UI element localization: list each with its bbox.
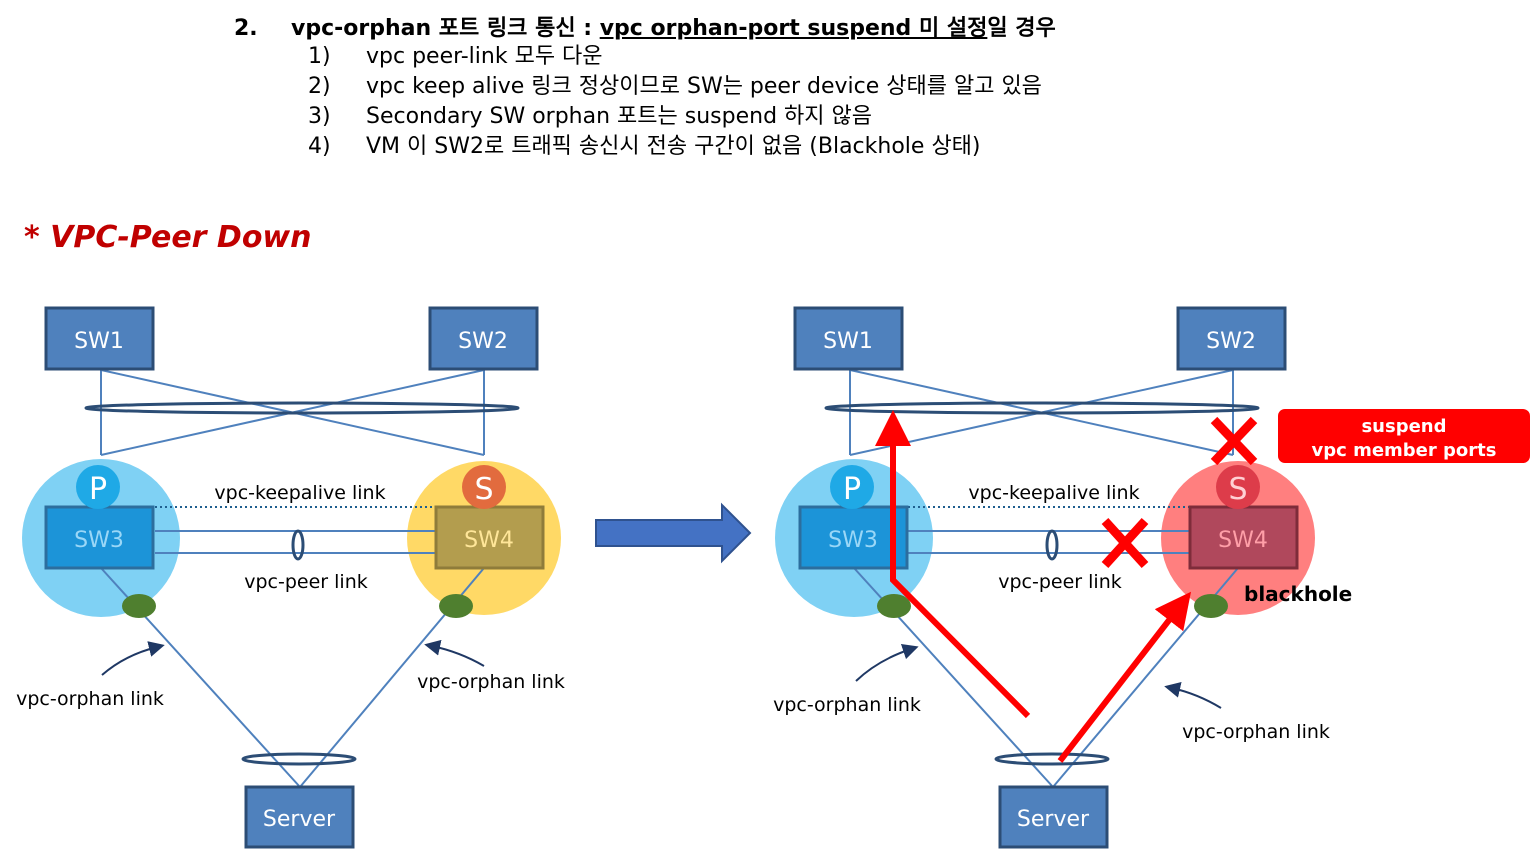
secondary-badge xyxy=(462,465,506,509)
heading-number: 2. xyxy=(234,16,258,41)
primary-badge-label: P xyxy=(843,472,861,507)
orphan-link-label-right: vpc-orphan link xyxy=(1182,721,1330,743)
sw3-label: SW3 xyxy=(828,528,878,553)
secondary-badge-label: S xyxy=(474,472,493,507)
sw2-box[interactable]: SW2 xyxy=(1176,306,1287,371)
orphan-port-sw4 xyxy=(1194,594,1228,618)
peer-link-label: vpc-peer link xyxy=(998,571,1122,593)
link-down-x-icon xyxy=(1210,416,1258,466)
server-label: Server xyxy=(263,807,336,832)
sw2-label: SW2 xyxy=(1206,329,1256,354)
peer-link-label: vpc-peer link xyxy=(244,571,368,593)
sw4-label: SW4 xyxy=(1218,528,1268,553)
blackhole-label: blackhole xyxy=(1244,582,1352,606)
step-text: vpc keep alive 링크 정상이므로 SW는 peer device … xyxy=(366,74,1042,99)
server-port-channel xyxy=(241,752,357,766)
uplink-port-channel xyxy=(824,401,1260,415)
sw3-label: SW3 xyxy=(74,528,124,553)
orphan-port-sw3 xyxy=(877,594,911,618)
step-text: VM 이 SW2로 트래픽 송신시 전송 구간이 없음 (Blackhole 상… xyxy=(366,134,981,159)
orphan-pointer-arrow-right xyxy=(1164,682,1222,709)
step-item: 1) vpc peer-link 모두 다운 xyxy=(308,42,1042,72)
right-diagram: SW1 SW2 SW3 SW4 Server P S vpc-keepalive… xyxy=(773,306,1530,849)
primary-badge xyxy=(830,465,874,509)
slide-heading: 2. vpc-orphan 포트 링크 통신 : vpc orphan-port … xyxy=(234,10,1056,42)
orphan-port-sw3 xyxy=(122,594,156,618)
keepalive-link-label: vpc-keepalive link xyxy=(968,482,1139,504)
sw3-box[interactable]: SW3 xyxy=(798,505,909,570)
orphan-pointer-arrow-right xyxy=(424,639,485,667)
step-number: 3) xyxy=(308,104,331,129)
sw4-label: SW4 xyxy=(464,528,514,553)
peer-link-port-channel xyxy=(291,529,305,561)
sw4-box[interactable]: SW4 xyxy=(1188,505,1299,570)
uplink-port-channel xyxy=(84,401,520,415)
step-number: 4) xyxy=(308,134,331,159)
orphan-port-sw4 xyxy=(439,594,473,618)
orphan-link-label-right: vpc-orphan link xyxy=(417,671,565,693)
orphan-pointer-arrow-left xyxy=(855,643,919,682)
orphan-link-label-left: vpc-orphan link xyxy=(16,688,164,710)
sw2-box[interactable]: SW2 xyxy=(428,306,539,371)
suspend-callout-line1: suspend xyxy=(1361,416,1446,437)
traffic-path-arrow-to-sw1 xyxy=(875,410,1031,719)
sw2-label: SW2 xyxy=(458,329,508,354)
step-number: 2) xyxy=(308,74,331,99)
server-port-channel xyxy=(994,752,1110,766)
sw1-box[interactable]: SW1 xyxy=(793,306,904,371)
sw4-box[interactable]: SW4 xyxy=(434,505,545,570)
server-box[interactable]: Server xyxy=(244,785,355,849)
step-item: 3) Secondary SW orphan 포트는 suspend 하지 않음 xyxy=(308,102,1042,132)
primary-badge xyxy=(76,465,120,509)
step-text: Secondary SW orphan 포트는 suspend 하지 않음 xyxy=(366,104,872,129)
diagram-subtitle: * VPC-Peer Down xyxy=(24,220,312,255)
sw1-box[interactable]: SW1 xyxy=(44,306,155,371)
peer-link-down-x-icon xyxy=(1101,517,1149,569)
primary-badge-label: P xyxy=(89,472,107,507)
sw3-box[interactable]: SW3 xyxy=(44,505,155,570)
sw1-label: SW1 xyxy=(74,329,124,354)
heading-title-tail: 일 경우 xyxy=(987,16,1056,41)
server-label: Server xyxy=(1017,807,1090,832)
peer-link-port-channel xyxy=(1045,529,1059,561)
keepalive-link-label: vpc-keepalive link xyxy=(214,482,385,504)
step-item: 4) VM 이 SW2로 트래픽 송신시 전송 구간이 없음 (Blackhole… xyxy=(308,132,1042,162)
step-text: vpc peer-link 모두 다운 xyxy=(366,44,603,69)
suspend-callout-line2: vpc member ports xyxy=(1312,440,1497,461)
suspend-callout: suspend vpc member ports xyxy=(1278,409,1530,463)
step-item: 2) vpc keep alive 링크 정상이므로 SW는 peer devic… xyxy=(308,72,1042,102)
orphan-link-label-left: vpc-orphan link xyxy=(773,694,921,716)
orphan-pointer-arrow-left xyxy=(101,641,165,676)
heading-underlined-title: vpc orphan-port suspend 미 설정 xyxy=(599,16,988,41)
transition-arrow-icon xyxy=(595,502,752,564)
server-box[interactable]: Server xyxy=(998,785,1109,849)
step-list: 1) vpc peer-link 모두 다운 2) vpc keep alive 링… xyxy=(308,42,1042,162)
step-number: 1) xyxy=(308,44,331,69)
heading-title: vpc-orphan 포트 링크 통신 : xyxy=(291,16,600,41)
left-diagram: SW1 SW2 SW3 SW4 Server P S vpc-keepalive… xyxy=(16,306,565,849)
secondary-badge-label: S xyxy=(1228,472,1247,507)
secondary-badge xyxy=(1216,465,1260,509)
sw1-label: SW1 xyxy=(823,329,873,354)
traffic-path-arrow-to-sw4 xyxy=(1057,591,1192,763)
